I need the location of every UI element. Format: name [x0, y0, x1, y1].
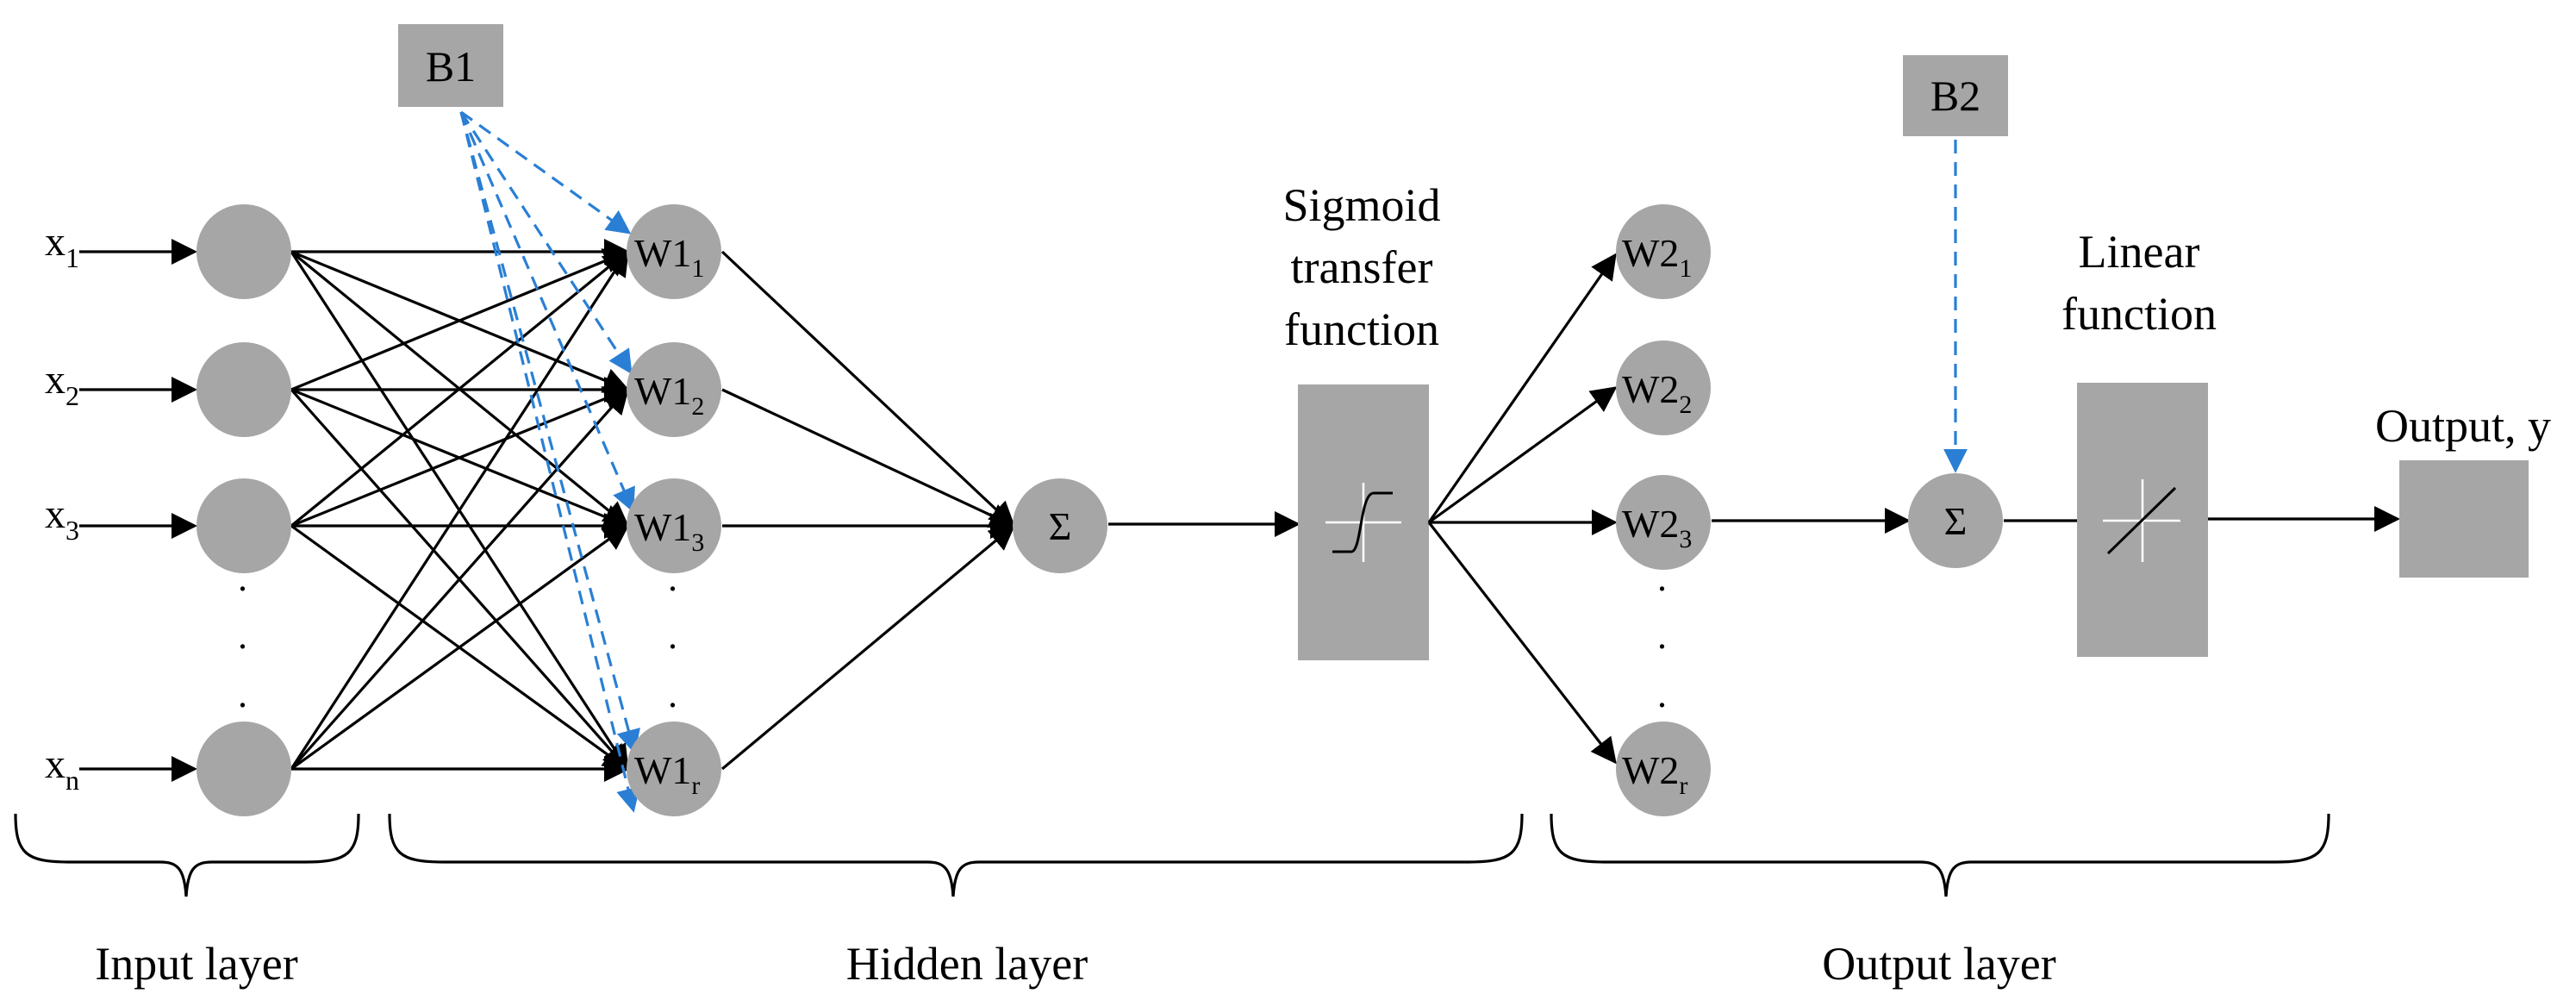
bias-b1-box [398, 24, 503, 107]
hidden-sum-connections [720, 250, 1016, 771]
output-weight-node-3 [1616, 475, 1711, 570]
output-ellipsis-2: . [1657, 615, 1667, 657]
input-node-2 [196, 342, 291, 437]
output-weight-node-1 [1616, 204, 1711, 299]
input-layer-brace [14, 813, 360, 897]
output-box [2399, 460, 2529, 578]
output-sum-node [1908, 473, 2003, 568]
hidden-weight-label-1: W11 [634, 231, 704, 283]
hidden-weight-node-3 [627, 478, 721, 573]
sigmoid-output-connections [1427, 253, 1618, 765]
sigmoid-curve-icon [1325, 483, 1401, 562]
linear-label-line2: function [2061, 288, 2217, 340]
linear-line-icon [2103, 479, 2180, 562]
hidden-ellipsis-1: . [668, 557, 677, 599]
hidden-weight-node-1 [627, 204, 721, 299]
bias-b1-label: B1 [426, 42, 476, 91]
bias-b2-label: B2 [1930, 72, 1980, 120]
output-weight-label-3: W23 [1622, 502, 1692, 553]
input-node-1 [196, 204, 291, 299]
hidden-ellipsis-3: . [668, 673, 677, 715]
hidden-layer-label: Hidden layer [846, 938, 1088, 990]
input-x2-label: x2 [45, 357, 79, 411]
hidden-weight-node-r [627, 722, 721, 816]
output-weight-label-2: W22 [1622, 367, 1692, 419]
hidden-ellipsis-2: . [668, 615, 677, 657]
input-xn-label: xn [45, 741, 79, 796]
output-sum-symbol: Σ [1944, 499, 1968, 543]
sigmoid-label-line2: transfer [1291, 241, 1433, 293]
bias-b1-arrows [459, 110, 640, 813]
sigmoid-label-line3: function [1284, 303, 1439, 355]
input-ellipsis-1: . [238, 557, 247, 599]
output-weight-label-1: W21 [1622, 231, 1692, 283]
output-label: Output, y [2375, 400, 2551, 452]
input-node-n [196, 722, 291, 816]
hidden-sum-symbol: Σ [1049, 504, 1072, 548]
input-x3-label: x3 [45, 491, 79, 546]
hidden-weight-label-3: W13 [634, 505, 704, 557]
hidden-weight-label-r: W1r [634, 748, 700, 800]
linear-label-line1: Linear [2079, 226, 2200, 278]
input-ellipsis-3: . [238, 673, 247, 715]
output-layer-label: Output layer [1822, 938, 2055, 990]
output-ellipsis-3: . [1657, 673, 1667, 715]
output-weight-node-r [1616, 722, 1711, 816]
sigmoid-label-line1: Sigmoid [1282, 179, 1440, 231]
input-x1-label: x1 [45, 219, 79, 273]
hidden-sum-node [1013, 478, 1107, 573]
bias-b2-box [1903, 55, 2008, 136]
input-node-3 [196, 478, 291, 573]
input-ellipsis-2: . [238, 615, 247, 657]
output-layer-brace [1550, 813, 2330, 897]
hidden-layer-brace [388, 813, 1524, 897]
output-weight-node-2 [1616, 341, 1711, 435]
hidden-weight-node-2 [627, 342, 721, 437]
input-layer-label: Input layer [95, 938, 297, 990]
output-ellipsis-1: . [1657, 557, 1667, 599]
input-hidden-connections [290, 239, 630, 782]
output-weight-label-r: W2r [1622, 748, 1687, 800]
hidden-weight-label-2: W12 [634, 369, 704, 421]
